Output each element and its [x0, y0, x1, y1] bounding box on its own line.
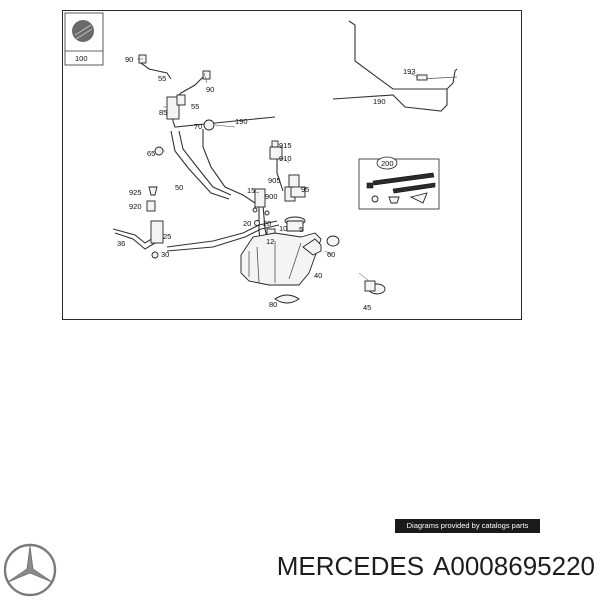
diagram-credit-badge: Diagrams provided by catalogs parts — [395, 519, 540, 533]
callout-25: 25 — [163, 232, 171, 241]
callout-90-left: 90 — [125, 55, 133, 64]
callout-55-upper: 55 — [158, 74, 166, 83]
callout-95: 95 — [301, 185, 309, 194]
reference-disc-icon — [72, 20, 94, 42]
diagram-canvas: 100 90 55 90 55 85 70 190 193 190 65 50 … — [64, 12, 458, 312]
callout-190-hose: 190 — [235, 117, 248, 126]
callout-925: 925 — [129, 188, 142, 197]
callout-40: 40 — [314, 271, 322, 280]
callout-193: 193 — [403, 67, 416, 76]
callout-36: 36 — [117, 239, 125, 248]
part-number: A0008695220 — [433, 551, 595, 581]
callout-85: 85 — [159, 108, 167, 117]
part-caption: MERCEDES A0008695220 — [200, 551, 595, 582]
callout-910: 910 — [279, 154, 292, 163]
callout-200: 200 — [381, 159, 394, 168]
callout-190-rod: 190 — [373, 97, 386, 106]
callout-20-left: 20 — [243, 219, 251, 228]
hose-kit-inset — [358, 156, 440, 210]
callout-905: 905 — [268, 176, 281, 185]
callout-920: 920 — [129, 202, 142, 211]
callout-30: 30 — [161, 250, 169, 259]
callout-50: 50 — [175, 183, 183, 192]
callout-90-right: 90 — [206, 85, 214, 94]
callout-45: 45 — [363, 303, 371, 312]
rod-assembly — [332, 20, 458, 112]
callout-915: 915 — [279, 141, 292, 150]
callout-55-lower: 55 — [191, 102, 199, 111]
callout-65: 65 — [147, 149, 155, 158]
washer-reservoir — [240, 232, 386, 304]
callout-10: 10 — [279, 224, 287, 233]
callout-20-right: 20 — [263, 219, 271, 228]
callout-100: 100 — [75, 54, 88, 63]
callout-15: 15 — [247, 186, 255, 195]
callout-60: 60 — [327, 250, 335, 259]
inset-legend — [64, 12, 104, 66]
mercedes-star-icon — [3, 543, 57, 597]
callout-70: 70 — [194, 122, 202, 131]
callout-12: 12 — [266, 237, 274, 246]
callout-80: 80 — [269, 300, 277, 309]
callout-5: 5 — [299, 225, 303, 234]
callout-900: 900 — [265, 192, 278, 201]
parts-diagram: 100 90 55 90 55 85 70 190 193 190 65 50 … — [62, 10, 522, 320]
leader-lines — [137, 58, 370, 282]
brand-name: MERCEDES — [276, 551, 425, 581]
